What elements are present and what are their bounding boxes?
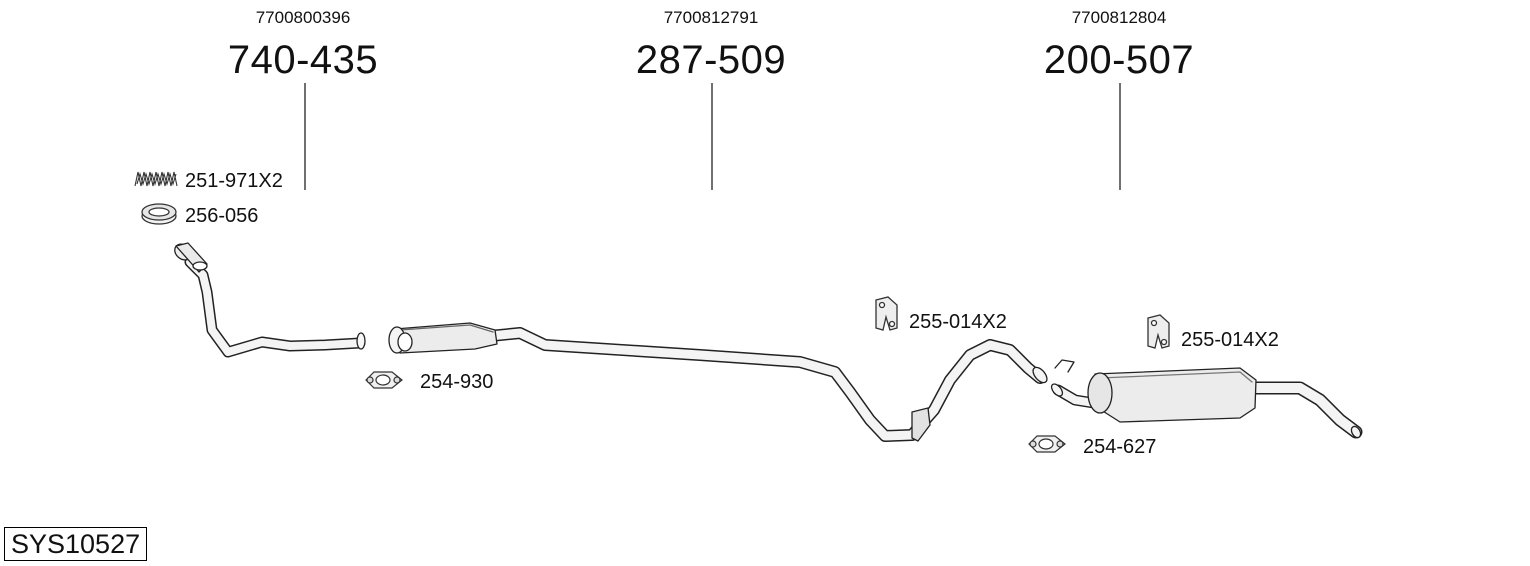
rear-silencer <box>1050 359 1363 439</box>
label-clamp-rear: 254-627 <box>1083 436 1157 458</box>
gasket-ring-icon <box>141 203 177 225</box>
system-code: SYS10527 <box>4 527 148 561</box>
label-gasket: 256-056 <box>185 205 259 227</box>
hanger-icon-middle <box>875 296 898 331</box>
part-number-middle-silencer: 287-509 <box>635 38 787 82</box>
label-clamp-front: 254-930 <box>420 371 494 393</box>
label-spring: 251-971X2 <box>185 170 283 192</box>
hanger-icon-rear <box>1147 314 1170 349</box>
oem-number-rear: 7700812804 <box>1071 8 1167 27</box>
clamp-icon-front <box>365 371 403 389</box>
clamp-icon-rear <box>1028 435 1066 453</box>
part-number-rear-silencer: 200-507 <box>1043 38 1195 82</box>
spring-icon <box>134 171 178 187</box>
label-hanger-rear: 255-014X2 <box>1181 329 1279 351</box>
label-hanger-middle: 255-014X2 <box>909 311 1007 333</box>
oem-number-middle: 7700812791 <box>663 8 759 27</box>
front-pipe <box>174 242 366 358</box>
middle-silencer <box>388 322 1048 442</box>
oem-number-front: 7700800396 <box>255 8 351 27</box>
part-number-front-pipe: 740-435 <box>227 38 379 82</box>
